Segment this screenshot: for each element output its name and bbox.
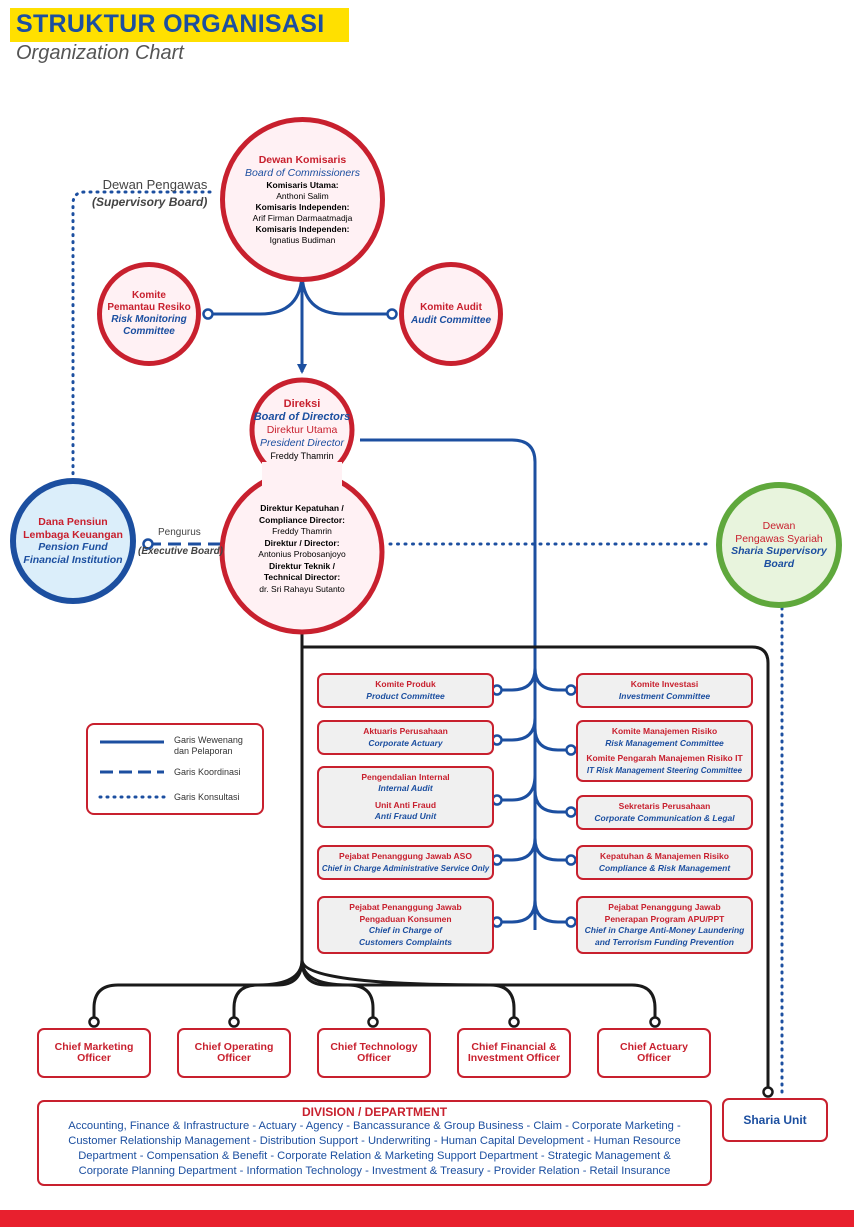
commissioner-role: Komisaris Utama: bbox=[266, 179, 339, 190]
legend: Garis Wewenang dan Pelaporan Garis Koord… bbox=[86, 723, 264, 815]
division-title: DIVISION / DEPARTMENT bbox=[301, 1105, 448, 1119]
chief-financial-officer-box: Chief Financial &Investment Officer bbox=[457, 1028, 571, 1078]
supervisory-label: Dewan Pengawas (Supervisory Board) bbox=[92, 177, 208, 209]
directors-top-text: Direksi Board of Directors Direktur Utam… bbox=[253, 398, 351, 461]
division-line: Customer Relationship Management - Distr… bbox=[68, 1135, 681, 1147]
sharia-supervisory-board-node: Dewan Pengawas Syariah Sharia Supervisor… bbox=[716, 482, 842, 608]
division-line: Corporate Planning Department - Informat… bbox=[78, 1165, 671, 1177]
page-subtitle: Organization Chart bbox=[16, 42, 184, 64]
risk-monitoring-committee-node: Komite Pemantau Resiko Risk Monitoring C… bbox=[97, 262, 201, 366]
commissioner-name: Arif Firman Darmaatmadja bbox=[252, 212, 353, 223]
legend-dashed-label: Garis Koordinasi bbox=[174, 767, 241, 777]
page-title: STRUKTUR ORGANISASI bbox=[16, 10, 325, 38]
title-highlight bbox=[10, 8, 349, 42]
commissioners-title-en: Board of Commissioners bbox=[245, 166, 360, 179]
executive-label: Pengurus (Executive Board) bbox=[138, 527, 224, 557]
legend-dotted-label: Garis Konsultasi bbox=[174, 792, 240, 802]
commissioner-name: Ignatius Budiman bbox=[269, 234, 336, 245]
audit-committee-node: Komite Audit Audit Committee bbox=[399, 262, 503, 366]
commissioner-name: Anthoni Salim bbox=[276, 190, 329, 201]
directors-bottom-text: Direktur Kepatuhan / Compliance Director… bbox=[258, 503, 346, 594]
sharia-unit-box: Sharia Unit bbox=[722, 1098, 828, 1142]
commissioner-role: Komisaris Independen: bbox=[255, 223, 350, 234]
division-line: Department - Compensation & Benefit - Co… bbox=[78, 1150, 671, 1162]
commissioners-title: Dewan Komisaris bbox=[258, 153, 347, 166]
legend-solid-label-2: dan Pelaporan bbox=[174, 746, 233, 756]
commissioners-node: Dewan Komisaris Board of Commissioners K… bbox=[220, 117, 385, 282]
division-line: Accounting, Finance & Infrastructure - A… bbox=[68, 1120, 681, 1132]
legend-solid-label: Garis Wewenang bbox=[174, 735, 243, 745]
pension-fund-node: Dana Pensiun Lembaga Keuangan Pension Fu… bbox=[10, 478, 136, 604]
commissioner-role: Komisaris Independen: bbox=[255, 201, 350, 212]
division-department-box: DIVISION / DEPARTMENT Accounting, Financ… bbox=[37, 1100, 712, 1186]
